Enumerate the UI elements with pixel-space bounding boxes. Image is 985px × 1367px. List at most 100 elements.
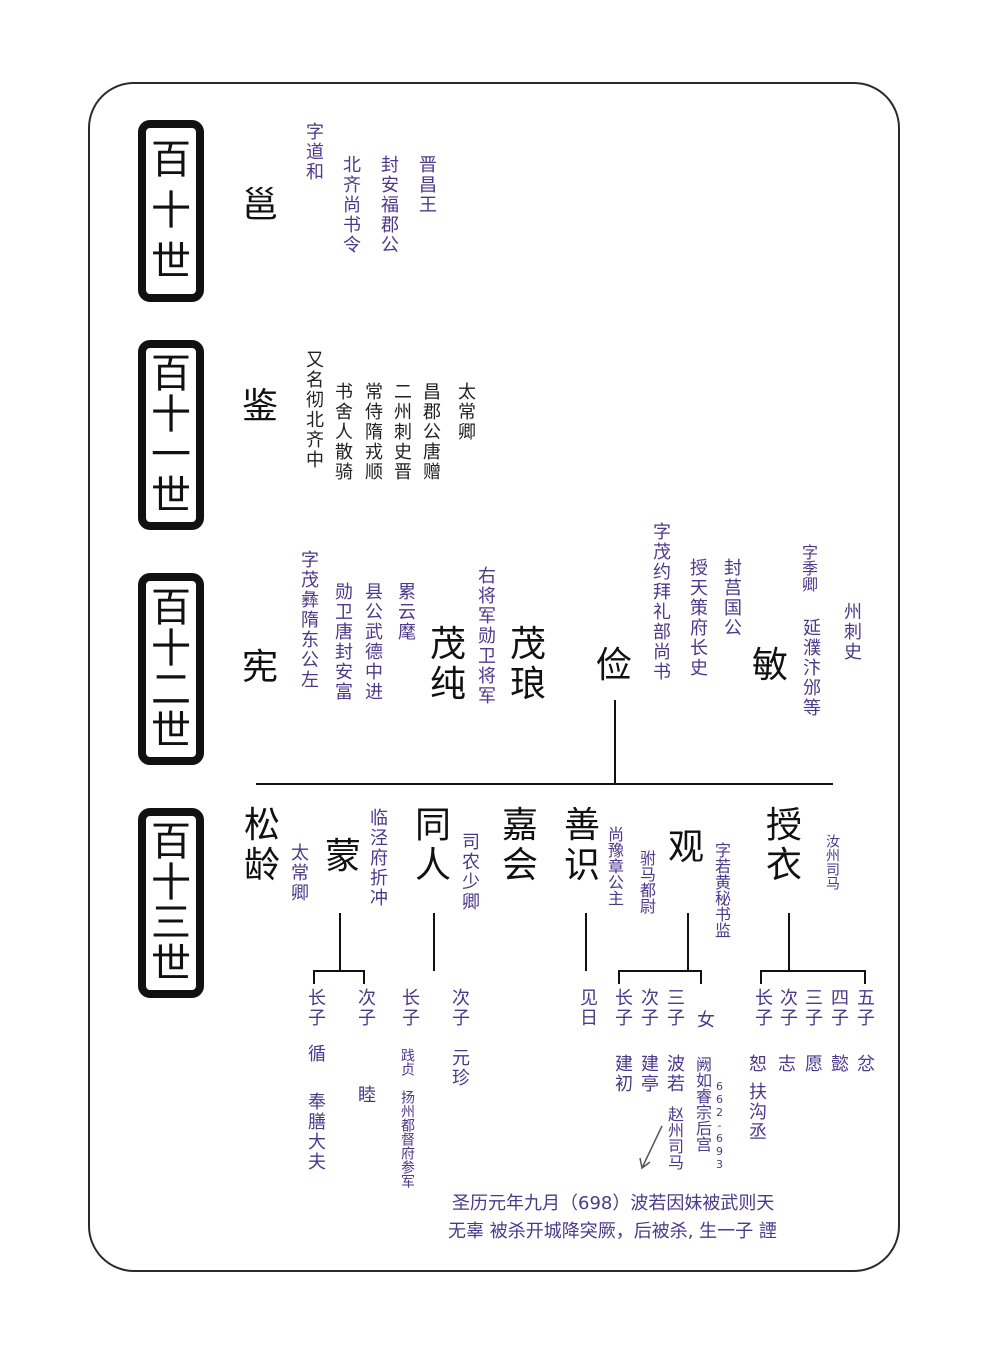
connector-guan-bar <box>618 970 702 972</box>
note-xian-1: 字茂彝隋东公左 <box>298 550 319 690</box>
connector-shanshi <box>585 913 587 971</box>
child-shouyi-5-name: 忿 <box>854 1054 875 1074</box>
gen-char: 十 <box>151 187 191 234</box>
note-xian-3: 县公武德中进 <box>362 582 383 702</box>
person-name: 观 <box>668 827 705 868</box>
child-meng-1-note: 奉膳大夫 <box>305 1092 326 1172</box>
arrow-icon <box>639 1125 663 1170</box>
gen-char: 一 <box>151 432 191 479</box>
connector-tongren <box>433 913 435 971</box>
child-shouyi-1-rank: 长子 <box>752 988 773 1028</box>
person-xian: 宪 <box>242 648 278 688</box>
person-min: 敏 <box>752 646 788 686</box>
person-name-char: 善 <box>564 805 601 846</box>
connector-shouyi-bar <box>760 970 866 972</box>
child-shouyi-1-name: 恕 <box>746 1054 767 1074</box>
child-guan-4-years: 662-693 <box>713 1080 726 1171</box>
connector-meng-left <box>313 970 315 984</box>
footnote-line-2: 无辜 被杀开城降突厥，后被杀, 生一子 諲 <box>448 1221 777 1242</box>
note-yong-1: 字道和 <box>303 122 324 182</box>
footnote-line-1: 圣历元年九月（698）波若因妹被武则天 <box>452 1193 775 1214</box>
person-meng: 蒙 <box>325 837 361 877</box>
note-guan: 字若黄秘书监 <box>712 842 731 938</box>
child-shouyi-4-rank: 四子 <box>828 988 849 1028</box>
gen-char: 世 <box>151 707 191 754</box>
child-tongren-1-rank: 长子 <box>399 988 420 1028</box>
child-shouyi-2-name: 志 <box>775 1054 796 1074</box>
child-meng-2-rank: 次子 <box>355 988 376 1028</box>
child-shouyi-2-rank: 次子 <box>777 988 798 1028</box>
child-guan-3-rank: 三子 <box>664 988 685 1028</box>
connector-guan-right <box>700 970 702 984</box>
note-jian112-1: 字茂约拜礼部尚书 <box>650 522 671 682</box>
child-guan-3-name: 波若 <box>664 1054 685 1094</box>
connector-guan-left <box>618 970 620 984</box>
child-shouyi-3-name: 愿 <box>802 1054 823 1074</box>
gen-char: 百 <box>151 351 191 398</box>
note-meng: 临泾府折冲 <box>367 808 388 908</box>
person-guan: 观 <box>668 828 704 868</box>
note-xian-2: 勋卫唐封安富 <box>332 582 353 702</box>
gen-char: 十 <box>151 625 191 672</box>
connector-jian-down <box>614 700 616 784</box>
person-maochun: 茂 纯 <box>430 625 466 705</box>
connector-meng-bar <box>313 970 365 972</box>
person-shanshi: 善 识 <box>564 806 600 886</box>
child-meng-1-rank: 长子 <box>305 988 326 1028</box>
person-jiahui: 嘉 会 <box>502 806 538 886</box>
child-guan-2-name: 建亭 <box>638 1054 659 1094</box>
note-min-3: 州刺史 <box>841 602 862 662</box>
note-songling: 太常卿 <box>288 843 309 903</box>
person-name-char: 识 <box>564 845 601 886</box>
note-jian112-3: 封莒国公 <box>721 558 742 638</box>
generation-divider <box>256 783 833 785</box>
note-yong-3: 封安福郡公 <box>378 155 399 255</box>
child-meng-1-name: 循 <box>305 1044 326 1064</box>
note-tongren: 司农少卿 <box>459 832 480 912</box>
child-shouyi-4-name: 懿 <box>828 1054 849 1074</box>
gen-char: 三 <box>151 900 191 947</box>
person-maolang: 茂 琅 <box>510 625 546 705</box>
note-min-2: 延濮汴邠等 <box>800 618 821 718</box>
person-name-char: 人 <box>415 845 452 886</box>
generation-label-112: 百 十 二 世 <box>138 573 204 765</box>
note-jian111-6: 太常卿 <box>455 382 476 442</box>
child-tongren-1-name: 践贞 <box>399 1048 415 1076</box>
gen-char: 十 <box>151 859 191 906</box>
child-shouyi-1-note: 扶沟丞 <box>746 1082 767 1142</box>
child-guan-1-rank: 长子 <box>612 988 633 1028</box>
child-tongren-1-note: 扬州都督府参军 <box>399 1090 415 1188</box>
gen-char: 十 <box>151 391 191 438</box>
person-yong: 邕 <box>242 186 278 226</box>
person-name-char: 茂 <box>430 624 467 665</box>
note-jian111-2: 书舍人散骑 <box>332 382 353 482</box>
connector-meng-right <box>363 970 365 984</box>
person-name: 蒙 <box>325 836 362 877</box>
note-yong-4: 晋昌王 <box>416 155 437 215</box>
generation-label-110: 百 十 世 <box>138 120 204 302</box>
note-shanshi-1: 尚豫章公主 <box>605 826 624 906</box>
person-name-char: 会 <box>502 845 539 886</box>
note-xian-4: 累云麾 <box>395 582 416 642</box>
person-name-char: 嘉 <box>502 805 539 846</box>
person-name-char: 衣 <box>766 845 803 886</box>
gen-char: 世 <box>151 940 191 987</box>
person-songling: 松 龄 <box>244 806 280 886</box>
child-guan-4-rank: 女 <box>694 1010 715 1030</box>
person-name: 鉴 <box>242 386 279 427</box>
gen-char: 世 <box>151 472 191 519</box>
child-guan-4-name: 阙如睿宗后宫 <box>693 1056 712 1152</box>
connector-meng <box>339 913 341 971</box>
child-shouyi-5-rank: 五子 <box>854 988 875 1028</box>
connector-shouyi <box>788 913 790 971</box>
person-name: 俭 <box>596 645 633 686</box>
connector-shouyi-right <box>864 970 866 984</box>
child-meng-2-name: 睦 <box>355 1085 376 1105</box>
person-name-char: 琅 <box>510 664 547 705</box>
person-name-char: 松 <box>244 805 281 846</box>
gen-char: 百 <box>151 819 191 866</box>
note-maochun: 右将军勋卫将军 <box>475 566 496 706</box>
gen-char: 二 <box>151 666 191 713</box>
note-jian112-2: 授天策府长史 <box>687 558 708 678</box>
person-name: 邕 <box>242 185 279 226</box>
